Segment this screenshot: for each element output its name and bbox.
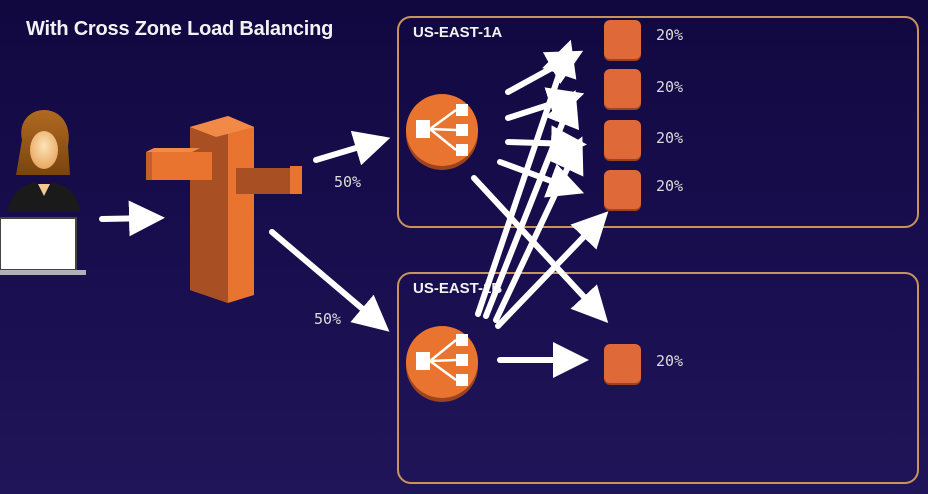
arrow-lb-a-to-zone-b-instance bbox=[471, 175, 609, 324]
diagram-title: With Cross Zone Load Balancing bbox=[26, 18, 334, 40]
routing-percent-zone-a: 50% bbox=[334, 173, 362, 191]
zone-label: US-EAST-1A bbox=[413, 24, 503, 41]
arrow-lb-b-to-zone-a-instance bbox=[483, 90, 579, 319]
elastic-load-balancer-icon bbox=[406, 326, 478, 402]
availability-zone-us-east-1a: US-EAST-1A bbox=[397, 16, 919, 228]
instance-traffic-percent: 20% bbox=[656, 78, 684, 96]
route53-icon bbox=[146, 116, 302, 303]
arrow-lb-a-to-instance bbox=[505, 87, 585, 122]
arrow-dns-to-zone-a bbox=[313, 130, 391, 166]
ec2-instance-icon bbox=[604, 344, 641, 383]
instance-traffic-percent: 20% bbox=[656, 129, 684, 147]
arrow-lb-b-to-zone-a-instance bbox=[495, 211, 609, 329]
ec2-instance-icon bbox=[604, 170, 641, 209]
elastic-load-balancer-icon bbox=[406, 94, 478, 170]
arrow-dns-to-zone-b bbox=[269, 229, 390, 332]
arrow-client-to-dns bbox=[99, 200, 165, 237]
instance-traffic-percent: 20% bbox=[656, 26, 684, 44]
instance-traffic-percent: 20% bbox=[656, 177, 684, 195]
arrow-lb-b-to-zone-a-instance bbox=[493, 136, 584, 323]
routing-percent-zone-b: 50% bbox=[314, 310, 342, 328]
ec2-instance-icon bbox=[604, 120, 641, 159]
ec2-instance-icon bbox=[604, 20, 641, 59]
arrow-lb-a-to-instance bbox=[505, 125, 587, 162]
zone-label: US-EAST-1B bbox=[413, 280, 503, 297]
user-with-laptop-icon bbox=[0, 110, 86, 275]
ec2-instance-icon bbox=[604, 69, 641, 108]
availability-zone-us-east-1b: US-EAST-1B bbox=[397, 272, 919, 484]
instance-traffic-percent: 20% bbox=[656, 352, 684, 370]
